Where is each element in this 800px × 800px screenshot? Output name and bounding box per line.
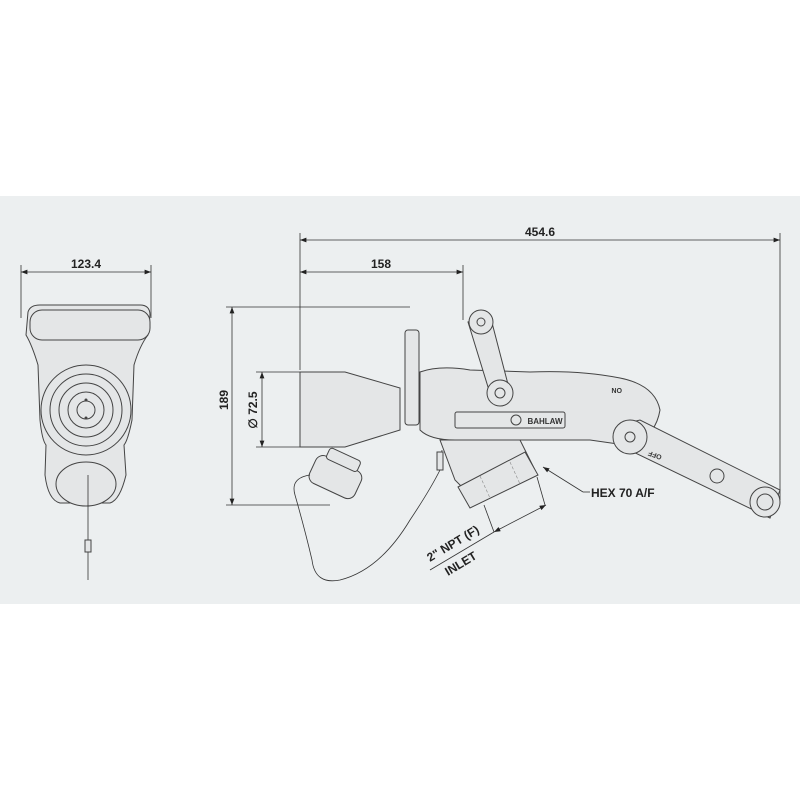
hex-callout: HEX 70 A/F <box>542 466 655 500</box>
dimension-overall-length: 454.6 <box>525 225 555 239</box>
dimension-nozzle-diameter: ∅ 72.5 <box>246 391 260 428</box>
dimension-nozzle-length: 158 <box>371 257 391 271</box>
off-marking: OFF <box>647 449 663 461</box>
dimension-front-width: 123.4 <box>71 257 101 271</box>
hex-label: HEX 70 A/F <box>591 486 655 500</box>
brand-logo-text: BAHLAW <box>527 417 563 426</box>
on-marking: ON <box>612 386 623 393</box>
side-view: BAHLAW ON OFF <box>293 309 781 582</box>
front-view: 123.4 <box>20 257 152 580</box>
side-view-dimensions: 454.6 158 189 ∅ 72.5 <box>217 225 781 506</box>
dimension-overall-height: 189 <box>217 390 231 410</box>
